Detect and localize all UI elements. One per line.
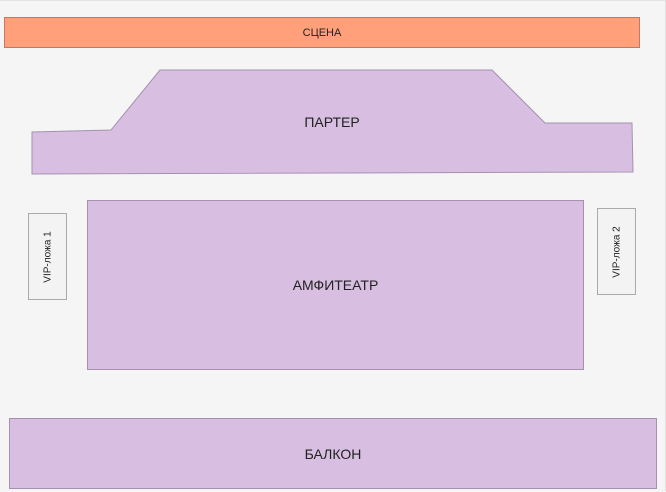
stage: СЦЕНА bbox=[4, 17, 640, 48]
vip-box-2-label: VIP-ложа 2 bbox=[611, 225, 622, 278]
stage-label: СЦЕНА bbox=[302, 26, 342, 39]
amphitheatre-section[interactable]: АМФИТЕАТР bbox=[87, 200, 584, 370]
parterre-label: ПАРТЕР bbox=[304, 114, 360, 130]
balcony-section[interactable]: БАЛКОН bbox=[9, 418, 657, 489]
vip-box-2[interactable]: VIP-ложа 2 bbox=[597, 208, 636, 295]
vip-box-1[interactable]: VIP-ложа 1 bbox=[28, 213, 67, 300]
amphitheatre-label: АМФИТЕАТР bbox=[292, 277, 379, 293]
balcony-label: БАЛКОН bbox=[304, 445, 362, 462]
parterre-polygon[interactable] bbox=[31, 69, 634, 175]
vip-box-1-label: VIP-ложа 1 bbox=[42, 230, 53, 283]
